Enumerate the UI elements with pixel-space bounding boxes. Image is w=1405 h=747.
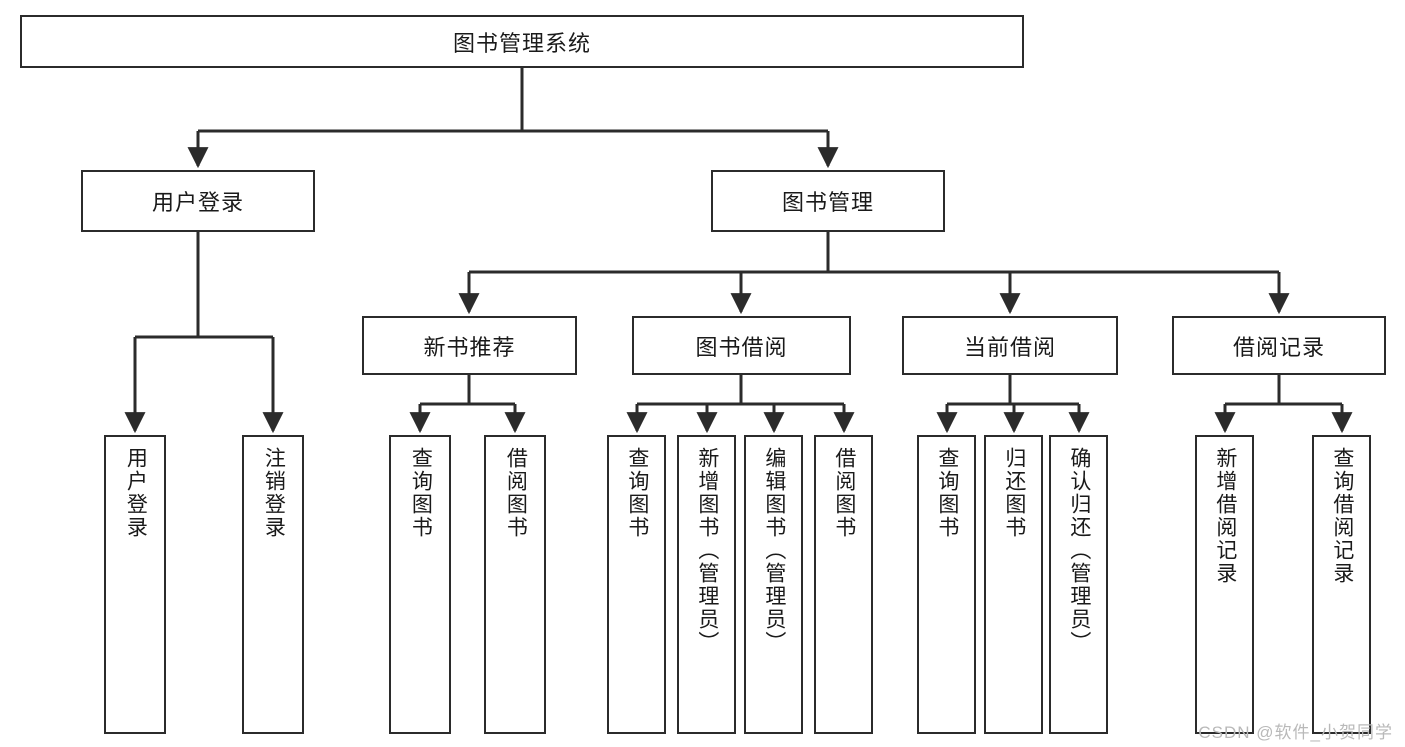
node-user-login[interactable]: 用户登录	[81, 170, 315, 232]
node-current-borrow-label: 当前借阅	[963, 334, 1056, 360]
node-book-borrow-label: 图书借阅	[695, 334, 788, 360]
node-leaf-confirm-return[interactable]: 确认归还（管理员）	[1049, 435, 1108, 734]
node-book-manage[interactable]: 图书管理	[711, 170, 945, 232]
node-leaf-query-record[interactable]: 查询借阅记录	[1312, 435, 1371, 734]
node-leaf-logout-label: 注销登录	[262, 447, 286, 539]
node-book-manage-label: 图书管理	[781, 190, 874, 215]
node-leaf-borrow-book-1[interactable]: 借阅图书	[484, 435, 546, 734]
node-borrow-record-label: 借阅记录	[1232, 334, 1325, 360]
node-leaf-query-record-label: 查询借阅记录	[1330, 447, 1354, 585]
node-leaf-borrow-book-2[interactable]: 借阅图书	[814, 435, 873, 734]
node-leaf-return-book[interactable]: 归还图书	[984, 435, 1043, 734]
node-borrow-record[interactable]: 借阅记录	[1172, 316, 1386, 375]
node-book-borrow[interactable]: 图书借阅	[632, 316, 851, 375]
node-leaf-logout[interactable]: 注销登录	[242, 435, 304, 734]
node-leaf-user-login[interactable]: 用户登录	[104, 435, 166, 734]
node-root-label: 图书管理系统	[452, 30, 591, 56]
node-leaf-return-book-label: 归还图书	[1002, 447, 1026, 539]
node-leaf-query-book-3[interactable]: 查询图书	[917, 435, 976, 734]
node-new-book-rec[interactable]: 新书推荐	[362, 316, 577, 375]
node-root[interactable]: 图书管理系统	[20, 15, 1024, 68]
node-leaf-add-record-label: 新增借阅记录	[1213, 447, 1237, 585]
node-leaf-query-book-3-label: 查询图书	[935, 447, 959, 539]
node-leaf-query-book-1[interactable]: 查询图书	[389, 435, 451, 734]
node-leaf-add-book-label: 新增图书（管理员）	[695, 447, 719, 654]
node-user-login-label: 用户登录	[151, 190, 244, 215]
node-leaf-add-book[interactable]: 新增图书（管理员）	[677, 435, 736, 734]
node-leaf-borrow-book-2-label: 借阅图书	[832, 447, 856, 539]
node-leaf-user-login-label: 用户登录	[124, 447, 148, 539]
node-new-book-rec-label: 新书推荐	[423, 334, 516, 360]
node-leaf-query-book-2[interactable]: 查询图书	[607, 435, 666, 734]
node-leaf-edit-book[interactable]: 编辑图书（管理员）	[744, 435, 803, 734]
node-leaf-query-book-2-label: 查询图书	[625, 447, 649, 539]
node-leaf-edit-book-label: 编辑图书（管理员）	[762, 447, 786, 654]
node-current-borrow[interactable]: 当前借阅	[902, 316, 1118, 375]
node-leaf-query-book-1-label: 查询图书	[409, 447, 433, 539]
node-leaf-add-record[interactable]: 新增借阅记录	[1195, 435, 1254, 734]
node-leaf-borrow-book-1-label: 借阅图书	[504, 447, 528, 539]
node-leaf-confirm-return-label: 确认归还（管理员）	[1067, 447, 1091, 654]
